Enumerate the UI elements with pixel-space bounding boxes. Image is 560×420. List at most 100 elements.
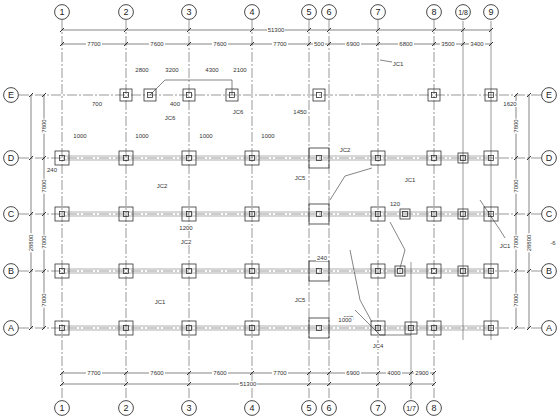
- plan-note: JC2: [156, 183, 169, 189]
- plan-note: 1200: [178, 225, 193, 231]
- axis-label: 5: [306, 8, 311, 17]
- axis-line: [252, 20, 253, 400]
- beam-line: [480, 200, 505, 238]
- plan-note: 7600: [149, 370, 164, 376]
- axis-label: 7: [375, 8, 380, 17]
- dimension-text: 7000: [513, 234, 519, 249]
- dimension-text: 28800: [28, 234, 34, 253]
- plan-note: 7600: [212, 370, 227, 376]
- plan-note: JC2: [180, 239, 193, 245]
- plan-note: 6900: [345, 41, 360, 47]
- plan-note: 1000: [260, 133, 275, 139]
- plan-note: 3500: [440, 41, 455, 47]
- axis-bubble: 3: [181, 4, 197, 20]
- plan-note: 2900: [414, 370, 429, 376]
- bubble-circle: [4, 321, 19, 336]
- plan-note: -6: [549, 240, 556, 246]
- axis-bubble: A: [541, 320, 557, 336]
- beam-line: [380, 60, 392, 62]
- bubble-circle: [245, 5, 260, 20]
- axis-line: [309, 20, 310, 400]
- beam-line: [150, 80, 232, 95]
- plan-note: 51300: [239, 381, 258, 387]
- plan-note: 700: [91, 101, 103, 107]
- plan-note: 1000: [72, 133, 87, 139]
- axis-line: [463, 21, 464, 340]
- axis-bubble: 1/7: [403, 400, 419, 416]
- dimension-line: [31, 95, 32, 328]
- dimension-text: 7000: [41, 292, 47, 307]
- bubble-circle: [4, 264, 19, 279]
- bubble-circle: [322, 5, 337, 20]
- axis-bubble: B: [541, 263, 557, 279]
- axis-bubble: 4: [244, 400, 260, 416]
- bubble-circle: [484, 5, 499, 20]
- axis-bubble: 5: [301, 4, 317, 20]
- axis-line: [19, 271, 541, 272]
- beam-line: [390, 222, 405, 268]
- plan-note: 7600: [149, 41, 164, 47]
- dimension-text: 28800: [526, 234, 532, 253]
- axis-label: 7: [375, 404, 380, 413]
- plan-note: 3200: [164, 67, 179, 73]
- axis-label: 8: [431, 8, 436, 17]
- dimension-text: 7000: [41, 178, 47, 193]
- axis-line: [189, 20, 190, 400]
- dimension-text: 7800: [513, 118, 519, 133]
- axis-line: [434, 20, 435, 400]
- plan-note: 7700: [86, 41, 101, 47]
- axis-bubble: 2: [118, 400, 134, 416]
- plan-note: JC6: [164, 115, 177, 121]
- bubble-circle: [404, 401, 419, 416]
- axis-label: 1/8: [458, 9, 468, 16]
- plan-note: 7700: [272, 41, 287, 47]
- axis-label: B: [8, 267, 14, 276]
- axis-label: 6: [326, 404, 331, 413]
- axis-label: 6: [326, 8, 331, 17]
- axis-label: 4: [249, 8, 254, 17]
- axis-label: A: [8, 324, 14, 333]
- axis-bubble: 6: [321, 400, 337, 416]
- plan-note: JC5: [294, 297, 307, 303]
- plan-note: 500: [313, 41, 325, 47]
- axis-bubble: 5: [301, 400, 317, 416]
- plan-note: 51300: [267, 27, 286, 33]
- bubble-circle: [427, 401, 442, 416]
- axis-bubble: 9: [483, 4, 499, 20]
- axis-label: E: [546, 91, 552, 100]
- beam-line: [350, 250, 372, 322]
- axis-line: [62, 20, 63, 400]
- bubble-circle: [302, 401, 317, 416]
- bubble-circle: [182, 401, 197, 416]
- axis-bubble: B: [3, 263, 19, 279]
- bubble-circle: [55, 5, 70, 20]
- axis-line: [19, 158, 541, 159]
- axis-bubble: 6: [321, 4, 337, 20]
- axis-label: 4: [249, 404, 254, 413]
- bubble-circle: [542, 151, 557, 166]
- axis-bubble: E: [541, 87, 557, 103]
- axis-bubble: C: [3, 206, 19, 222]
- plan-note: 4000: [386, 370, 401, 376]
- plan-note: 240: [316, 255, 328, 261]
- axis-bubble: 1/8: [455, 4, 471, 20]
- plan-note: JC1: [499, 243, 512, 249]
- plan-note: JC5: [294, 175, 307, 181]
- plan-note: JC1: [154, 299, 167, 305]
- bubble-circle: [4, 151, 19, 166]
- plan-note: 2800: [134, 67, 149, 73]
- plan-note: 7600: [212, 41, 227, 47]
- axis-label: C: [546, 210, 553, 219]
- plan-note: 1450: [292, 109, 307, 115]
- axis-label: 2: [123, 404, 128, 413]
- axis-label: 1/7: [406, 405, 416, 412]
- plan-note: JC1: [404, 177, 417, 183]
- bubble-circle: [427, 5, 442, 20]
- plan-note: 240: [46, 167, 58, 173]
- bubble-circle: [119, 401, 134, 416]
- plan-note: 6800: [398, 41, 413, 47]
- dimension-text: 7800: [41, 118, 47, 133]
- axis-bubble: D: [541, 150, 557, 166]
- axis-label: A: [546, 324, 552, 333]
